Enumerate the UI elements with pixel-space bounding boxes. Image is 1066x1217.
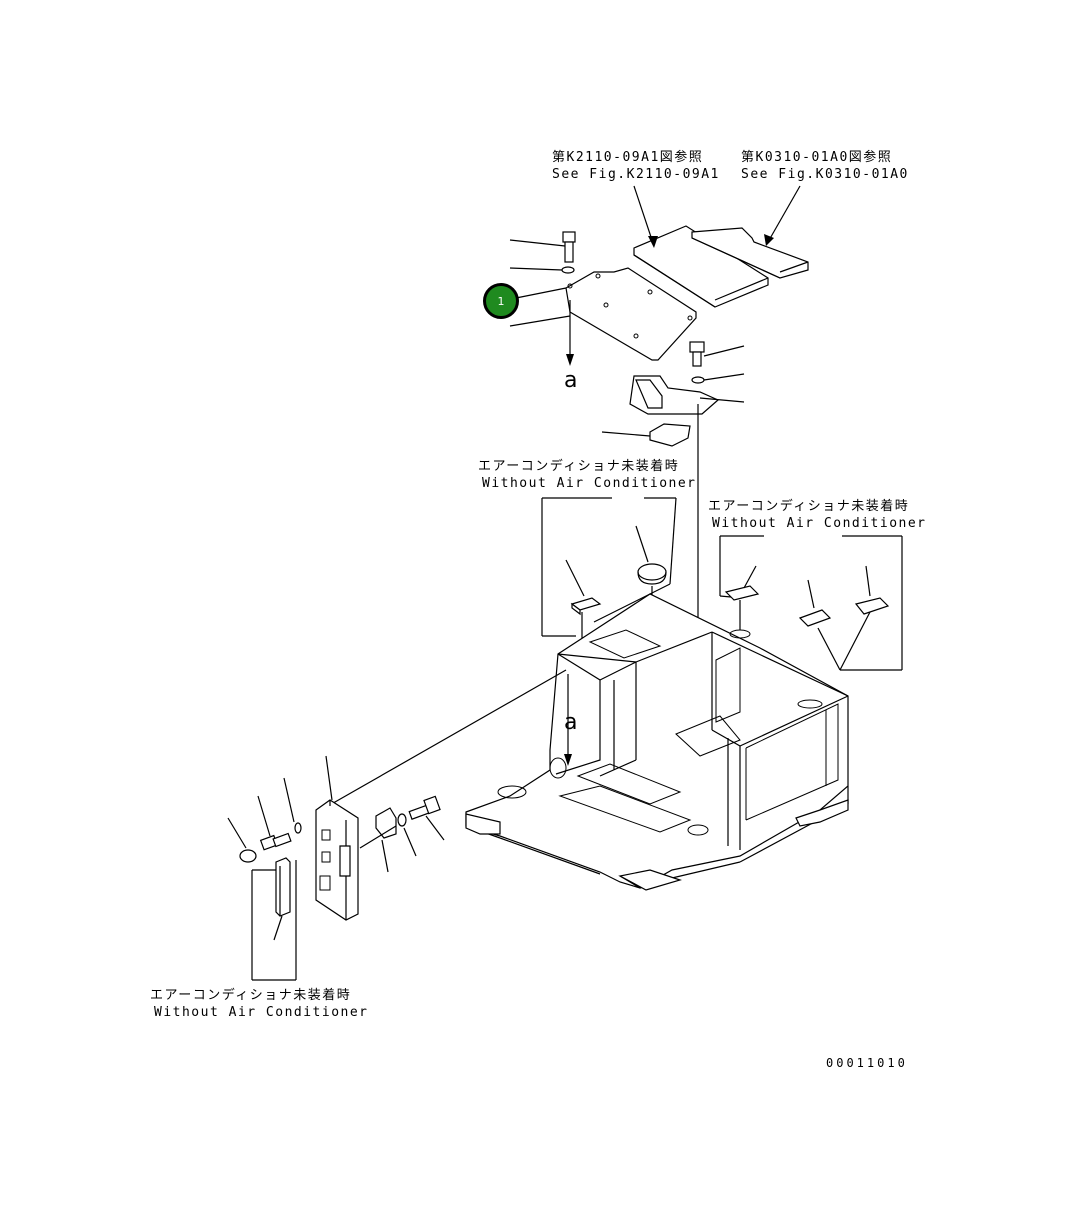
bolt xyxy=(562,231,576,263)
without-ac-note-1-jp: エアーコンディショナ未装着時 xyxy=(478,459,680,474)
ref-letter-a-mid: a xyxy=(564,710,578,735)
bolt-2 xyxy=(689,341,705,367)
clip xyxy=(375,807,397,839)
pad-2 xyxy=(570,597,602,616)
cab-frame xyxy=(465,593,849,891)
mount-plate xyxy=(315,799,359,921)
ref-k0310-jp: 第K0310-01A0図参照 xyxy=(741,150,893,165)
without-ac-note-3-en: Without Air Conditioner xyxy=(154,1005,369,1020)
without-ac-note-3-jp: エアーコンディショナ未装着時 xyxy=(150,988,352,1003)
ref-k0310-en: See Fig.K0310-01A0 xyxy=(741,167,909,182)
without-ac-note-1-en: Without Air Conditioner xyxy=(482,476,697,491)
part-callout-1[interactable]: 1 xyxy=(483,283,519,319)
ref-letter-a-top: a xyxy=(564,368,578,393)
without-ac-note-2-en: Without Air Conditioner xyxy=(712,516,927,531)
pad-5 xyxy=(854,597,890,615)
washer xyxy=(561,266,575,274)
part-callout-1-number: 1 xyxy=(497,294,505,308)
drawing-number: 00011010 xyxy=(826,1056,908,1070)
pad-4 xyxy=(798,609,832,627)
bracket xyxy=(629,375,720,415)
pad-6 xyxy=(275,857,291,917)
bolt-4 xyxy=(408,795,441,820)
cap xyxy=(239,849,257,863)
grommet xyxy=(637,563,667,585)
pad-3 xyxy=(724,585,760,601)
without-ac-note-2-jp: エアーコンディショナ未装着時 xyxy=(708,499,910,514)
floor-mat-part xyxy=(633,225,769,308)
pad xyxy=(649,423,691,447)
ref-k2110-en: See Fig.K2110-09A1 xyxy=(552,167,720,182)
cover-plate xyxy=(565,267,697,361)
ref-k2110-jp: 第K2110-09A1図参照 xyxy=(552,150,704,165)
bolt-3 xyxy=(259,832,292,851)
floor-mat-part-2 xyxy=(691,227,809,279)
